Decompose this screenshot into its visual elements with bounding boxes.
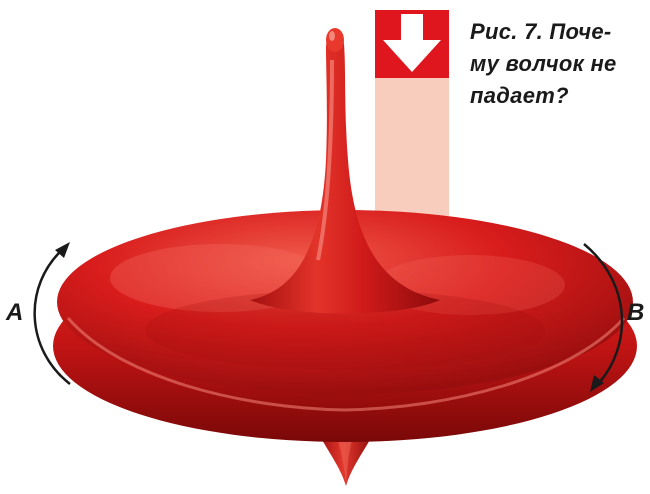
label-a: A [6, 299, 23, 327]
force-band [375, 78, 449, 216]
label-b: B [627, 299, 644, 327]
caption-line-2: му волчок не [470, 48, 646, 80]
caption-line-1: Рис. 7. Поче- [470, 16, 646, 48]
down-arrow-icon [375, 10, 449, 78]
caption-line-3: падает? [470, 80, 646, 112]
figure-caption: Рис. 7. Поче- му волчок не падает? [470, 16, 646, 112]
